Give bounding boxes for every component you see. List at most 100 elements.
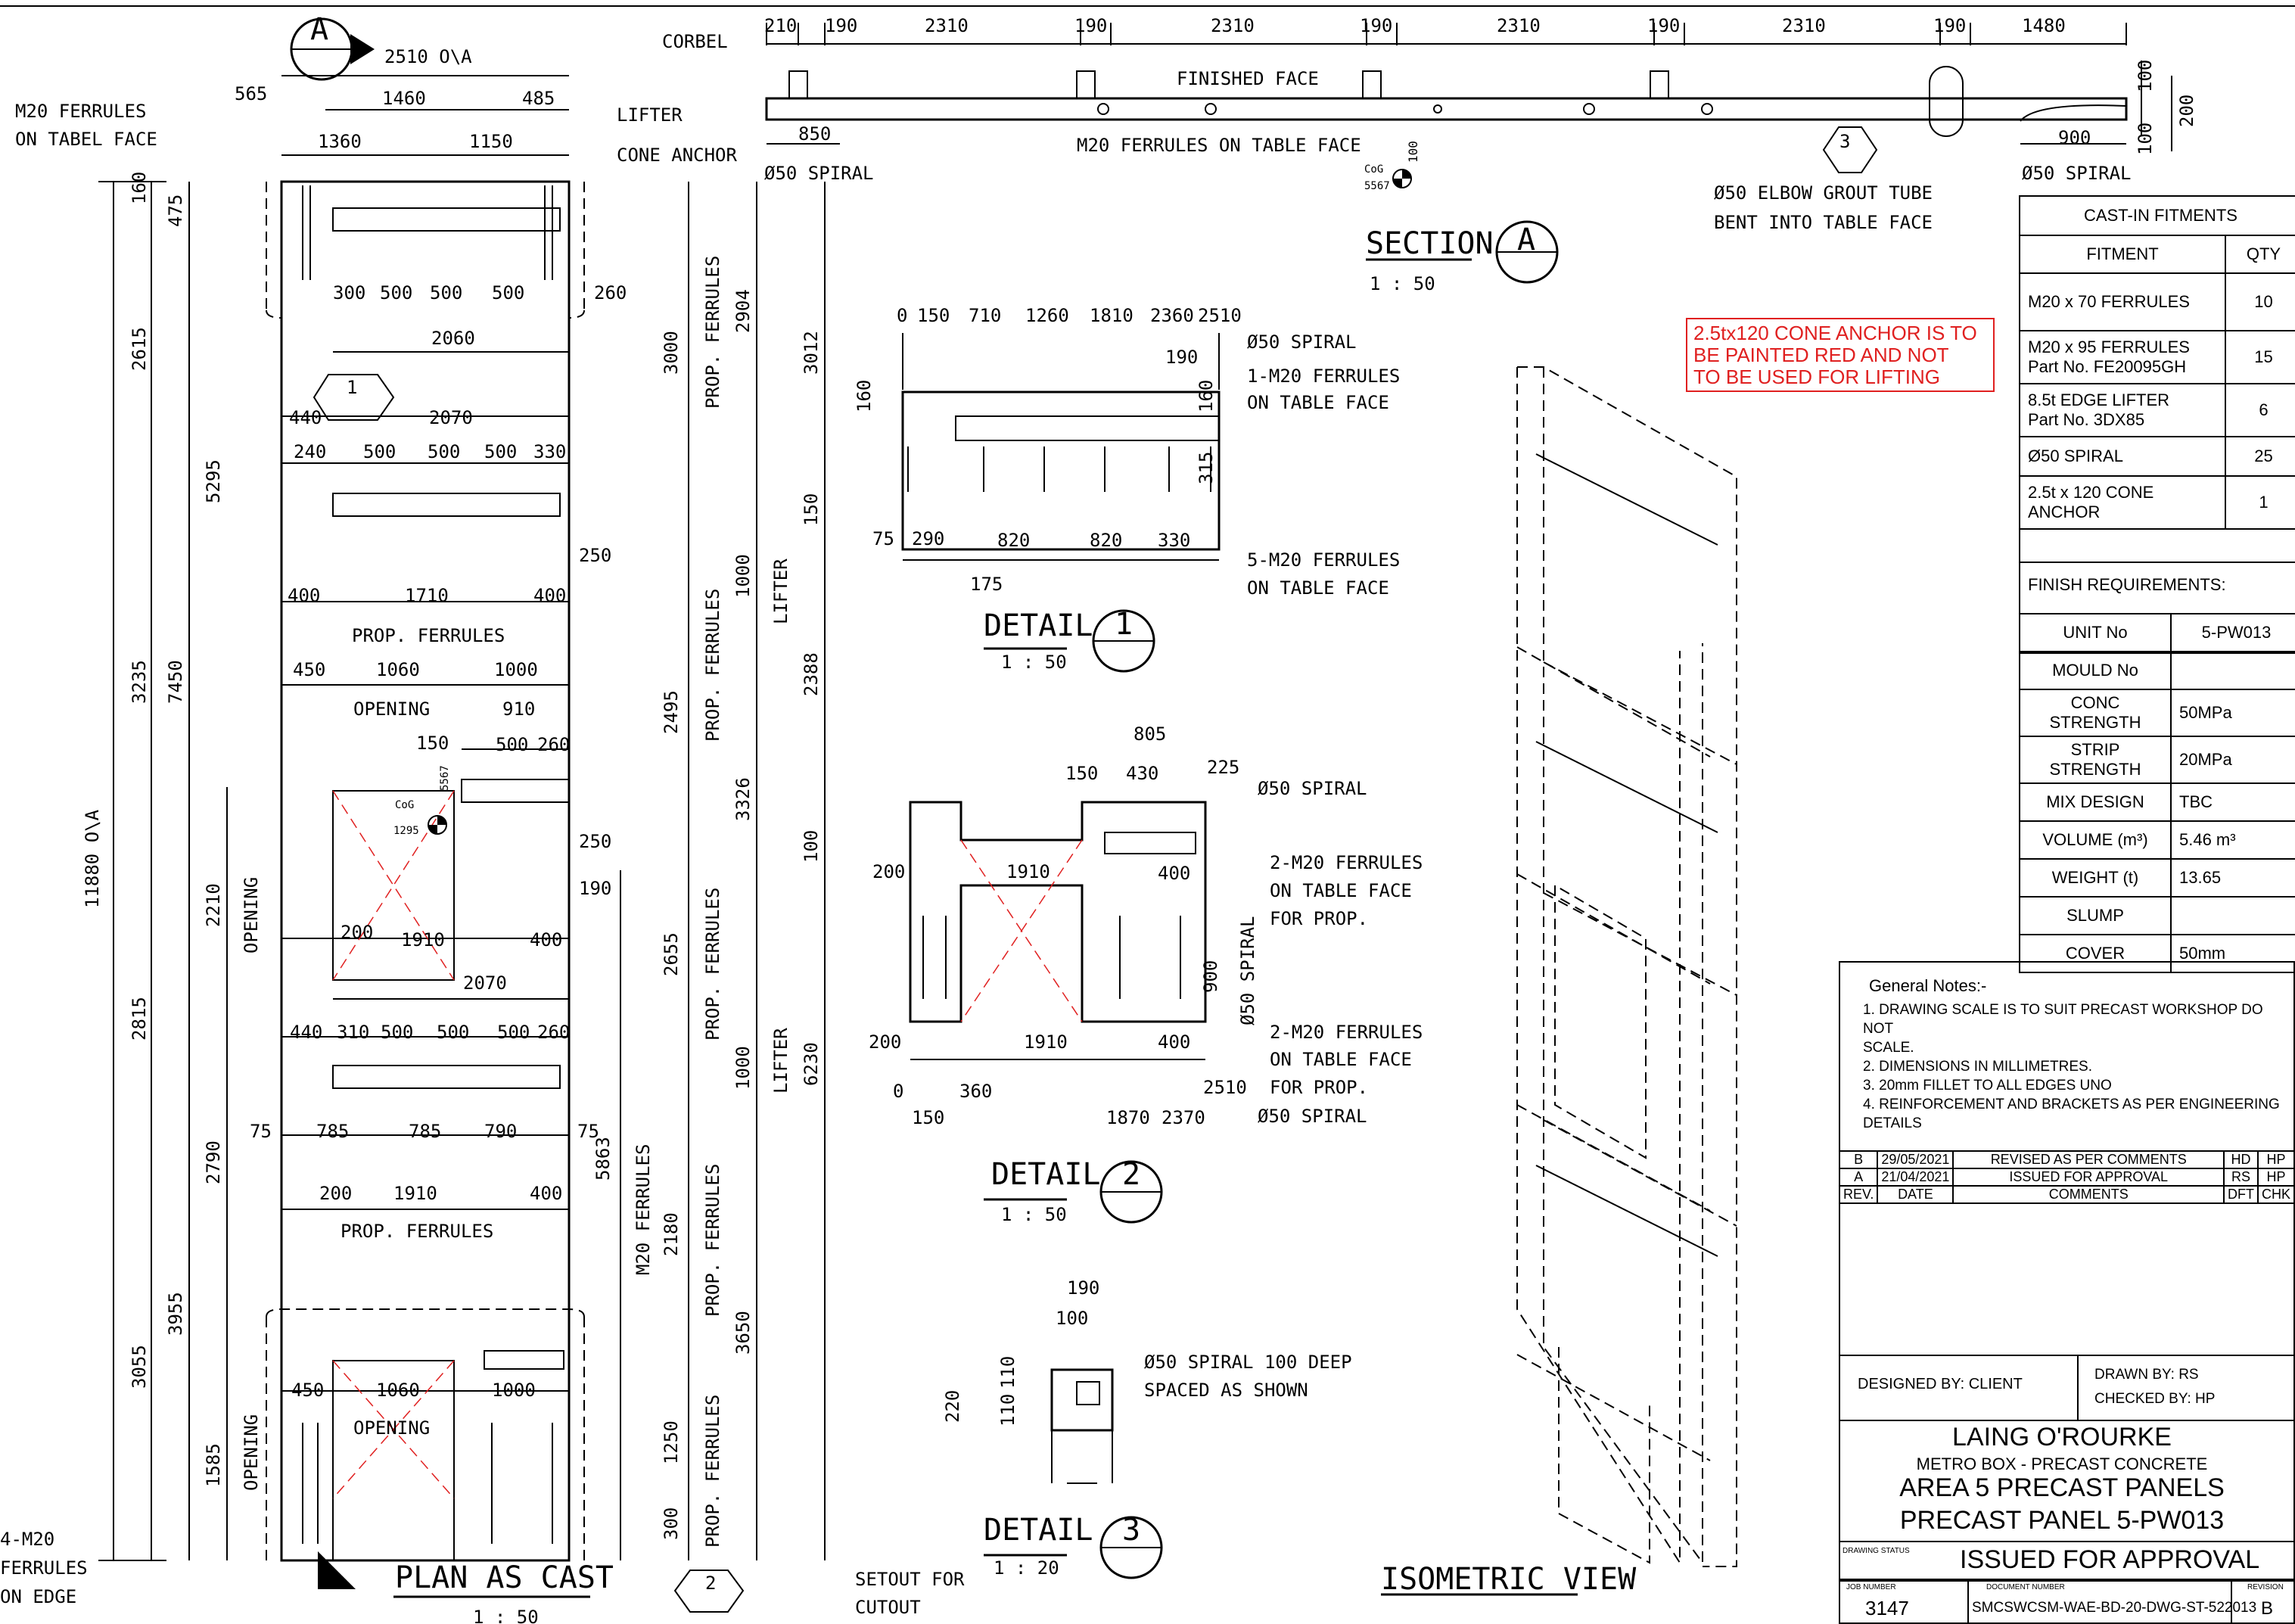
top-overall-dim: 2510 O\A bbox=[384, 46, 472, 67]
dim: 100 bbox=[1406, 141, 1420, 163]
fitment-qty: 10 bbox=[2225, 272, 2295, 331]
designer-value: CLIENT bbox=[1968, 1376, 2023, 1392]
dim: 250 bbox=[579, 831, 611, 852]
drawing-title-1: AREA 5 PRECAST PANELS bbox=[1899, 1473, 2225, 1502]
opening-v-1: OPENING bbox=[241, 877, 262, 954]
dim: 3650 bbox=[732, 1311, 754, 1355]
doc-label: DOCUMENT NUMBER bbox=[1986, 1583, 2065, 1591]
dim: 240 bbox=[294, 441, 326, 462]
dim: 150 bbox=[416, 733, 449, 754]
dim: 0 bbox=[897, 305, 907, 326]
detail1-mark: 1 bbox=[1115, 607, 1133, 642]
dim: 150 bbox=[801, 493, 822, 526]
dim: 190 bbox=[1067, 1277, 1099, 1299]
d2-f2a-2: ON TABLE FACE bbox=[1270, 880, 1412, 901]
plan-view bbox=[98, 75, 826, 1589]
rev-header: REV. bbox=[1838, 1185, 1879, 1204]
dim: 2815 bbox=[129, 997, 150, 1041]
detail-2-view bbox=[909, 801, 1207, 1224]
m20-table-face-label: M20 FERRULES ON TABLE FACE bbox=[1077, 135, 1361, 156]
dim: 440 bbox=[289, 407, 322, 428]
m20-ferrules-v: M20 FERRULES bbox=[633, 1144, 654, 1275]
opening-v-2: OPENING bbox=[241, 1414, 262, 1491]
cog-value-2: 1295 bbox=[393, 825, 419, 837]
opening-label-1: OPENING bbox=[353, 698, 430, 720]
four-m20-2: FERRULES bbox=[0, 1557, 88, 1579]
dim: 2310 bbox=[1782, 15, 1826, 36]
d2-spiral-v: Ø50 SPIRAL bbox=[1237, 916, 1258, 1026]
dim: 2070 bbox=[429, 407, 473, 428]
detail-1-view bbox=[901, 333, 1221, 673]
note-line: 3. 20mm FILLET TO ALL EDGES UNO bbox=[1863, 1078, 2112, 1094]
prop-ferrules-1: PROP. FERRULES bbox=[352, 625, 505, 646]
dim: 820 bbox=[997, 530, 1030, 551]
four-m20-3: ON EDGE bbox=[0, 1586, 76, 1607]
dim: 190 bbox=[825, 15, 857, 36]
dim: 400 bbox=[530, 929, 562, 950]
prop-key: COVER bbox=[2019, 934, 2172, 973]
warning-line: 2.5tx120 CONE ANCHOR IS TO bbox=[1693, 322, 1977, 344]
dim: 200 bbox=[872, 861, 905, 882]
detail3-scale: 1 : 20 bbox=[994, 1557, 1059, 1579]
fitment-name-text: ANCHOR bbox=[2028, 502, 2101, 521]
project-name: METRO BOX - PRECAST CONCRETE bbox=[1916, 1454, 2208, 1473]
fitments-header-fitment: FITMENT bbox=[2019, 235, 2226, 274]
dim: 500 bbox=[363, 441, 396, 462]
lifter-v1: LIFTER bbox=[770, 558, 791, 624]
prop-value: 5-PW013 bbox=[2170, 613, 2295, 652]
dim: 260 bbox=[594, 282, 627, 303]
prop-value: 50MPa bbox=[2170, 689, 2295, 737]
prop-ferrules-v4: PROP. FERRULES bbox=[702, 1164, 723, 1317]
drawn-by-label: DRAWN BY: bbox=[2094, 1367, 2175, 1383]
d1-spiral: Ø50 SPIRAL bbox=[1247, 331, 1357, 353]
cog-value-plan: 5567 bbox=[439, 765, 451, 791]
dim: 485 bbox=[522, 88, 555, 109]
dim: 100 bbox=[801, 830, 822, 863]
drawn-by: DRAWN BY: RS bbox=[2094, 1367, 2199, 1383]
dim: 2495 bbox=[661, 690, 682, 734]
dim: 785 bbox=[316, 1121, 349, 1142]
dim: 300 bbox=[333, 282, 365, 303]
four-m20-1: 4-M20 bbox=[0, 1529, 54, 1550]
callout-hexes bbox=[313, 126, 1878, 1613]
callout-2: 2 bbox=[705, 1573, 716, 1594]
warning-line: BE PAINTED RED AND NOT bbox=[1693, 344, 1949, 366]
dim: 1150 bbox=[469, 131, 513, 152]
rev-dft: RS bbox=[2222, 1168, 2259, 1187]
detail-3-view bbox=[984, 1368, 1163, 1579]
dim: 190 bbox=[1360, 15, 1392, 36]
d2-spiral-bottom: Ø50 SPIRAL bbox=[1258, 1106, 1367, 1127]
status-block bbox=[1839, 1541, 2295, 1580]
d2-f2a-3: FOR PROP. bbox=[1270, 908, 1368, 929]
warning-line: TO BE USED FOR LIFTING bbox=[1693, 366, 1941, 388]
d1-f5-1: 5-M20 FERRULES bbox=[1247, 549, 1400, 571]
company-name: LAING O'ROURKE bbox=[1952, 1423, 2172, 1451]
section-view bbox=[765, 23, 2172, 188]
dim: 900 bbox=[1200, 960, 1221, 993]
dim: 450 bbox=[293, 659, 325, 680]
rev-letter: A bbox=[1838, 1168, 1879, 1187]
dim: 160 bbox=[854, 380, 875, 412]
dim: 850 bbox=[798, 123, 831, 145]
dim: 100 bbox=[1056, 1308, 1088, 1329]
dim: 225 bbox=[1207, 757, 1239, 778]
prop-key: WEIGHT (t) bbox=[2019, 858, 2172, 898]
dim: 440 bbox=[290, 1022, 322, 1043]
dim: 1360 bbox=[318, 131, 362, 152]
dim: 820 bbox=[1090, 530, 1122, 551]
detail1-scale: 1 : 50 bbox=[1001, 652, 1067, 673]
fitment-qty: 25 bbox=[2225, 436, 2295, 477]
dim: 900 bbox=[2058, 127, 2091, 148]
dim: 200 bbox=[869, 1031, 901, 1053]
dim: 2180 bbox=[661, 1212, 682, 1256]
dim: 1060 bbox=[376, 1380, 420, 1401]
ferrules-label-2: ON TABEL FACE bbox=[15, 129, 157, 150]
detail2-mark: 2 bbox=[1122, 1157, 1140, 1192]
rev-comment: ISSUED FOR APPROVAL bbox=[1952, 1168, 2225, 1187]
iso-title: ISOMETRIC VIEW bbox=[1381, 1562, 1637, 1597]
annotations: M20 FERRULES ON TABEL FACE CORBEL LIFTER… bbox=[0, 12, 2132, 1624]
note-line: 1. DRAWING SCALE IS TO SUIT PRECAST WORK… bbox=[1863, 1002, 2263, 1037]
fitment-name-text: 8.5t EDGE LIFTER bbox=[2028, 390, 2170, 409]
dim: 6230 bbox=[801, 1042, 822, 1086]
overall-dim: 11880 O\A bbox=[82, 809, 103, 908]
